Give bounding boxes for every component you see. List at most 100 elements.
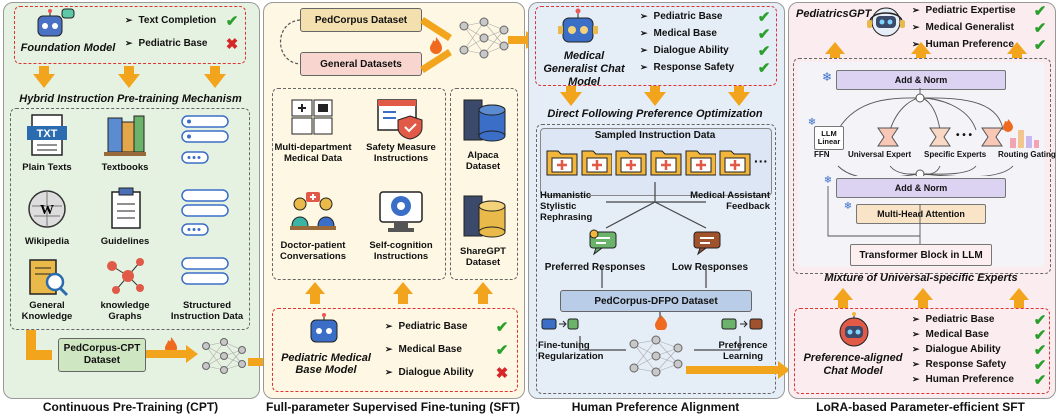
low-chat-icon [690, 228, 724, 256]
dpo-title: Direct Following Preference Optimization [547, 108, 763, 120]
arrow-head [473, 282, 493, 294]
arrow-head [560, 92, 582, 106]
cap-row: ➢Response Safety✔ [640, 59, 771, 77]
routing-bars-icon [1008, 126, 1040, 148]
arrow [566, 86, 576, 92]
check-icon: ✔ [225, 12, 239, 30]
dpo-box [536, 124, 776, 394]
arrow [420, 17, 452, 73]
ft-reg-icon [540, 316, 580, 334]
bullet-icon: ➢ [640, 11, 648, 21]
mechanism-title: Hybrid Instruction Pre-training Mechanis… [19, 93, 242, 105]
instruction-icon [180, 256, 232, 286]
source-label: Multi-department Medical Data [274, 142, 352, 164]
dashed-loop [279, 19, 301, 65]
wikipedia-icon: W [24, 188, 70, 230]
arrow-head [1007, 42, 1027, 54]
arrow [248, 358, 272, 366]
check-icon: ✔ [1033, 356, 1047, 374]
check-icon: ✔ [757, 42, 771, 60]
bullet-icon: ➢ [385, 321, 393, 331]
dfpo-dataset-box: PedCorpus-DFPO Dataset [560, 290, 752, 312]
source-label: General Knowledge [21, 300, 73, 322]
bullet-icon: ➢ [912, 22, 920, 32]
folder-icon [650, 150, 682, 176]
arrow [734, 86, 744, 92]
generalist-model-title: Medical Generalist Chat Model [543, 50, 625, 88]
cap-row: ➢Pediatric Base✔ [912, 311, 1047, 329]
source-label: Wikipedia [24, 236, 70, 247]
sampled-title: Sampled Instruction Data [594, 130, 716, 141]
database-icon [460, 192, 508, 242]
dots: • • • [956, 130, 973, 141]
knowledge-graph-icon [102, 254, 148, 298]
check-icon: ✔ [1033, 2, 1047, 20]
check-icon: ✔ [757, 59, 771, 77]
arrow-head [825, 42, 845, 54]
generalist-model-box [535, 6, 777, 86]
check-icon: ✔ [757, 8, 771, 26]
low-label: Low Responses [671, 262, 749, 273]
arrow-head [728, 92, 750, 106]
rephrase-label: Humanistic Stylistic Rephrasing [540, 190, 593, 223]
arrow [398, 294, 408, 304]
instruction-icon [180, 114, 232, 144]
instruction-icon [180, 188, 232, 218]
arrow-head [644, 92, 666, 106]
feedback-label: Medical Assistant Feedback [690, 190, 770, 212]
pediatric-model-title: Pediatric Medical Base Model [281, 352, 371, 376]
arrow [508, 36, 528, 44]
moe-lines [837, 88, 1014, 176]
sft-sources-box [272, 88, 446, 280]
mha-box: Multi-Head Attention [856, 204, 986, 224]
check-icon: ✔ [495, 341, 509, 359]
cap-row: ➢Medical Generalist✔ [912, 19, 1047, 37]
pediatric-model-box [272, 308, 518, 392]
pref-learn-label: Preference Learning [718, 340, 768, 362]
stage-sft-label: Full-parameter Supervised Fine-tuning (S… [265, 400, 521, 414]
ffn-label: FFN [814, 150, 830, 159]
flame-icon [163, 336, 179, 354]
moe-title: Mixture of Universal-specific Experts [824, 272, 1018, 284]
cross-icon: ✖ [495, 364, 509, 382]
snowflake-icon: ❄ [821, 70, 833, 84]
check-icon: ✔ [1033, 371, 1047, 389]
arrow-head [33, 74, 55, 88]
instruction-icon [180, 150, 232, 166]
cross-icon: ✖ [225, 35, 239, 53]
bullet-icon: ➢ [125, 38, 133, 48]
arrow [146, 350, 188, 358]
arrow [1014, 300, 1024, 308]
cap-row: ➢Pediatric Expertise✔ [912, 2, 1047, 20]
sources-box [10, 108, 250, 330]
source-label: Plain Texts [22, 162, 72, 173]
arrow [838, 300, 848, 308]
source-label: Self-cognition Instructions [369, 240, 433, 262]
foundation-caps: ➢Text Completion✔ ➢Pediatric Base✖ [125, 12, 240, 53]
check-icon: ✔ [1033, 341, 1047, 359]
bullet-icon: ➢ [125, 15, 133, 25]
add-norm-mid: Add & Norm [836, 178, 1006, 198]
source-label: Textbooks [101, 162, 149, 173]
flame-icon [428, 36, 444, 54]
ped-dataset-box: PedCorpus Dataset [300, 8, 422, 32]
folder-icon [685, 150, 717, 176]
network-icon [200, 336, 248, 376]
arrow-head [1009, 288, 1029, 300]
hpa-panel [528, 2, 785, 399]
medical-data-icon [288, 96, 336, 138]
flame-icon [654, 314, 668, 330]
arrow [650, 86, 660, 92]
cap-row: ➢Human Preference✔ [912, 36, 1047, 54]
general-sources-box [450, 88, 518, 280]
arrow-head [778, 361, 790, 379]
general-knowledge-icon [24, 256, 70, 298]
cap-row: ➢Medical Base✔ [912, 326, 1047, 344]
expert-icon [928, 126, 952, 148]
bullet-icon: ➢ [640, 62, 648, 72]
bullet-icon: ➢ [912, 329, 920, 339]
snowflake-icon: ❄ [807, 116, 817, 128]
arrow [830, 54, 840, 58]
robot-icon [32, 8, 76, 42]
check-icon: ✔ [1033, 311, 1047, 329]
